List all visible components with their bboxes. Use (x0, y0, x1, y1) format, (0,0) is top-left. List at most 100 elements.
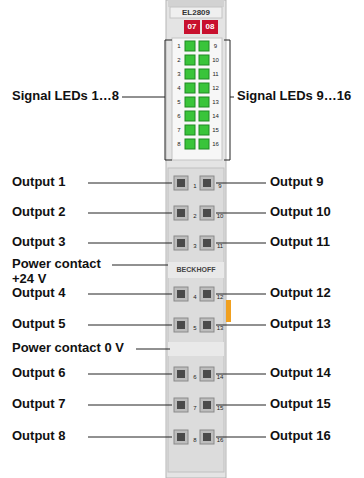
marker-number: 07 (188, 22, 197, 31)
spring-contact (174, 398, 188, 412)
led-number: 13 (212, 99, 219, 106)
type-label: EL2809 (182, 8, 210, 17)
signal-led (199, 125, 209, 135)
output-label: Output 11 (270, 235, 330, 250)
contact-opening (203, 239, 211, 247)
led-number: 7 (177, 127, 180, 134)
led-number: 11 (212, 71, 218, 78)
spring-contact (174, 206, 188, 220)
leader-line (230, 97, 234, 98)
spring-contact (174, 287, 188, 301)
terminal-number: 11 (217, 243, 223, 250)
spring-contact (174, 236, 188, 250)
terminal-number: 9 (218, 183, 221, 190)
leader-line (216, 405, 266, 406)
signal-led (185, 139, 195, 149)
red-marker (184, 20, 200, 34)
terminal-number: 3 (193, 243, 196, 250)
bracket (165, 40, 172, 160)
output-label: Output 8 (12, 429, 65, 444)
signal-led (199, 139, 209, 149)
contact-opening (203, 290, 211, 298)
contact-opening (177, 321, 185, 329)
terminal-housing (166, 0, 226, 478)
output-label: Output 6 (12, 366, 65, 381)
leader-line (88, 243, 172, 244)
terminal-number: 7 (193, 405, 196, 412)
output-label: Output 5 (12, 317, 65, 332)
leader-line (216, 325, 266, 326)
led-number: 5 (177, 99, 180, 106)
spring-contact (200, 236, 214, 250)
signal-led (199, 55, 209, 65)
contact-opening (203, 209, 211, 217)
led-number: 3 (177, 71, 180, 78)
output-label: Output 15 (270, 397, 331, 412)
led-number: 6 (177, 113, 180, 120)
brand-band (168, 262, 224, 278)
signal-led (199, 97, 209, 107)
leader-line (216, 437, 266, 438)
led-number: 15 (212, 127, 219, 134)
leader-line (216, 243, 266, 244)
led-panel (172, 38, 222, 160)
leader-line (112, 265, 168, 266)
spring-contact (200, 367, 214, 381)
output-label: Output 4 (12, 286, 65, 301)
callout-label: Signal LEDs 1…8 (12, 89, 119, 104)
terminal-number: 1 (193, 183, 196, 190)
terminal-number: 15 (217, 405, 224, 412)
leader-line (122, 97, 165, 98)
contact-block (168, 168, 224, 472)
contact-opening (203, 401, 211, 409)
led-number: 12 (212, 85, 219, 92)
leader-line (216, 213, 266, 214)
spring-contact (200, 176, 214, 190)
contact-opening (177, 239, 185, 247)
power-contact-label: Power contact 0 V (12, 341, 124, 356)
spring-contact (200, 430, 214, 444)
led-number: 8 (177, 141, 180, 148)
led-number: 14 (212, 113, 219, 120)
leader-line (216, 183, 266, 184)
spring-contact (174, 318, 188, 332)
spring-contact (200, 287, 214, 301)
marker-number: 08 (206, 22, 215, 31)
contact-opening (203, 433, 211, 441)
leader-line (88, 294, 172, 295)
led-number: 9 (214, 43, 217, 50)
terminal-number: 10 (217, 213, 224, 220)
output-label: Output 9 (270, 175, 323, 190)
terminal-number: 4 (193, 294, 196, 301)
top-cap (168, 0, 224, 7)
output-label: Output 16 (270, 429, 331, 444)
signal-led (185, 125, 195, 135)
output-label: Output 7 (12, 397, 65, 412)
signal-led (185, 83, 195, 93)
terminal-number: 2 (193, 213, 196, 220)
contact-opening (177, 370, 185, 378)
spring-contact (200, 206, 214, 220)
power-contact-label: Power contact +24 V (12, 257, 112, 287)
signal-led (185, 111, 195, 121)
bracket (224, 40, 230, 160)
contact-opening (203, 370, 211, 378)
signal-led (199, 83, 209, 93)
separator-band (168, 342, 224, 356)
output-label: Output 10 (270, 205, 331, 220)
signal-led (185, 55, 195, 65)
spring-contact (200, 398, 214, 412)
output-label: Output 12 (270, 286, 331, 301)
signal-led (199, 69, 209, 79)
contact-opening (177, 433, 185, 441)
output-label: Output 3 (12, 235, 65, 250)
contact-opening (177, 179, 185, 187)
signal-led (185, 41, 195, 51)
leader-lines (112, 40, 234, 349)
leader-line (88, 405, 172, 406)
terminal-number: 8 (193, 437, 196, 444)
spring-contact (174, 430, 188, 444)
type-label-band (170, 7, 222, 18)
terminal-number: 6 (193, 374, 196, 381)
